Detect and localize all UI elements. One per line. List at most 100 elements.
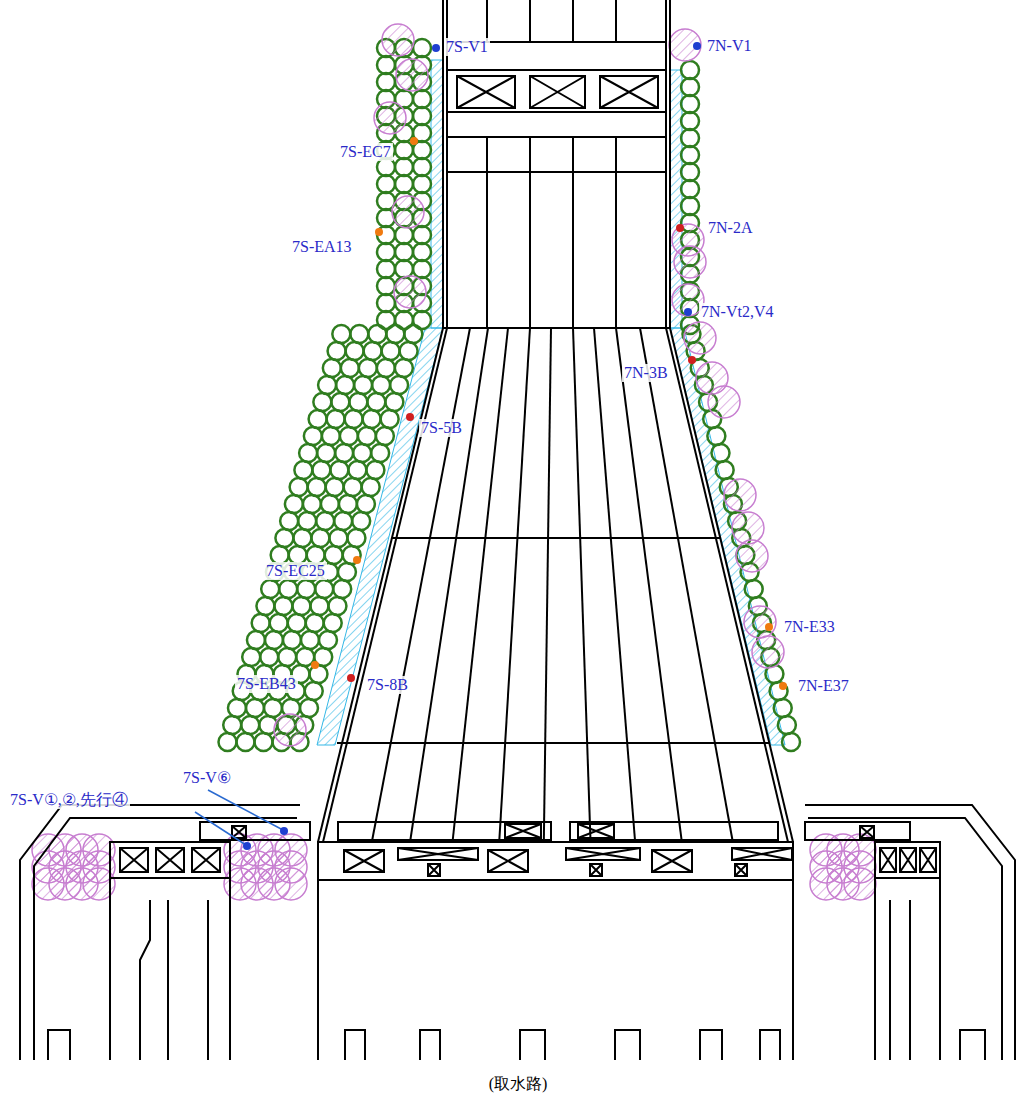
- improvement-column: [385, 393, 403, 411]
- improvement-column: [305, 682, 323, 700]
- additional-column: [396, 59, 428, 91]
- boring-dot: [280, 827, 288, 835]
- improvement-column: [294, 461, 312, 479]
- additional-column: [724, 479, 756, 511]
- improvement-column: [372, 376, 390, 394]
- improvement-column: [223, 716, 241, 734]
- improvement-column: [413, 226, 431, 244]
- improvement-column: [413, 107, 431, 125]
- improvement-column: [745, 580, 763, 598]
- improvement-column: [265, 631, 283, 649]
- additional-column: [684, 322, 716, 354]
- improvement-column: [377, 56, 395, 74]
- improvement-column: [413, 243, 431, 261]
- improvement-column: [681, 112, 699, 130]
- boring-dot: [765, 623, 773, 631]
- improvement-column: [341, 359, 359, 377]
- improvement-column: [681, 180, 699, 198]
- improvement-column: [325, 546, 343, 564]
- improvement-column: [301, 631, 319, 649]
- improvement-column: [340, 427, 358, 445]
- point-label: 7S-EC7: [338, 143, 393, 161]
- improvement-column: [279, 580, 297, 598]
- improvement-column: [218, 733, 236, 751]
- improvement-column: [242, 648, 260, 666]
- boring-dot: [375, 228, 383, 236]
- improvement-column: [395, 158, 413, 176]
- improvement-column: [311, 529, 329, 547]
- improvement-column: [344, 478, 362, 496]
- partition-line: [640, 328, 733, 842]
- improvement-column: [228, 699, 246, 717]
- improvement-column: [413, 158, 431, 176]
- improved-ground-strip: [317, 60, 785, 745]
- improvement-column: [358, 427, 376, 445]
- additional-column: [736, 540, 768, 572]
- intake-structure: [318, 0, 793, 842]
- improvement-column: [299, 444, 317, 462]
- improvement-column: [283, 631, 301, 649]
- partition-line: [594, 328, 635, 842]
- improvement-column: [774, 699, 792, 717]
- improvement-column: [288, 614, 306, 632]
- improvement-column: [335, 444, 353, 462]
- improvement-column: [395, 141, 413, 159]
- improvement-column: [309, 410, 327, 428]
- boring-dot: [311, 661, 319, 669]
- improvement-column: [395, 243, 413, 261]
- improvement-column: [254, 733, 272, 751]
- improvement-column: [377, 73, 395, 91]
- improvement-column: [324, 614, 342, 632]
- improvement-column: [333, 580, 351, 598]
- improvement-column: [293, 529, 311, 547]
- boring-dot: [676, 224, 684, 232]
- improvement-column: [247, 631, 265, 649]
- improvement-column: [334, 512, 352, 530]
- additional-column: [752, 636, 784, 668]
- partition-line: [453, 328, 508, 842]
- partition-line: [499, 328, 530, 842]
- improvement-column: [349, 393, 367, 411]
- improvement-column: [352, 512, 370, 530]
- boring-dot: [684, 308, 692, 316]
- improvement-column: [292, 597, 310, 615]
- improvement-column: [275, 529, 293, 547]
- improvement-column: [371, 444, 389, 462]
- improvement-column: [353, 444, 371, 462]
- additional-column: [382, 24, 414, 56]
- point-label: 7N-E33: [782, 618, 837, 636]
- improvement-column: [395, 359, 413, 377]
- pump-chamber: [20, 805, 1015, 1060]
- additional-column: [708, 386, 740, 418]
- improvement-column: [377, 294, 395, 312]
- boring-dot: [353, 556, 361, 564]
- boring-dot: [693, 42, 701, 50]
- improvement-column: [300, 699, 318, 717]
- improvement-column: [413, 90, 431, 108]
- partition-line: [544, 328, 551, 842]
- improvement-column: [328, 342, 346, 360]
- boring-point: [243, 42, 787, 850]
- boring-dot: [347, 674, 355, 682]
- improvement-column: [377, 277, 395, 295]
- improvement-column: [280, 512, 298, 530]
- improvement-column: [332, 325, 350, 343]
- improvement-column: [350, 325, 368, 343]
- improvement-column: [354, 376, 372, 394]
- improvement-column: [241, 716, 259, 734]
- improvement-column: [310, 597, 328, 615]
- boring-dot: [688, 356, 696, 364]
- point-label: 7S-V①,②,先行④: [8, 791, 130, 809]
- improvement-column: [323, 359, 341, 377]
- caption: (取水路): [489, 1076, 548, 1092]
- additional-column: [732, 512, 764, 544]
- improvement-column: [330, 461, 348, 479]
- improvement-column: [318, 376, 336, 394]
- improvement-column: [681, 95, 699, 113]
- improvement-column: [290, 478, 308, 496]
- improvement-column: [381, 410, 399, 428]
- improvement-column: [331, 393, 349, 411]
- improvement-column: [404, 325, 422, 343]
- improvement-column: [359, 359, 377, 377]
